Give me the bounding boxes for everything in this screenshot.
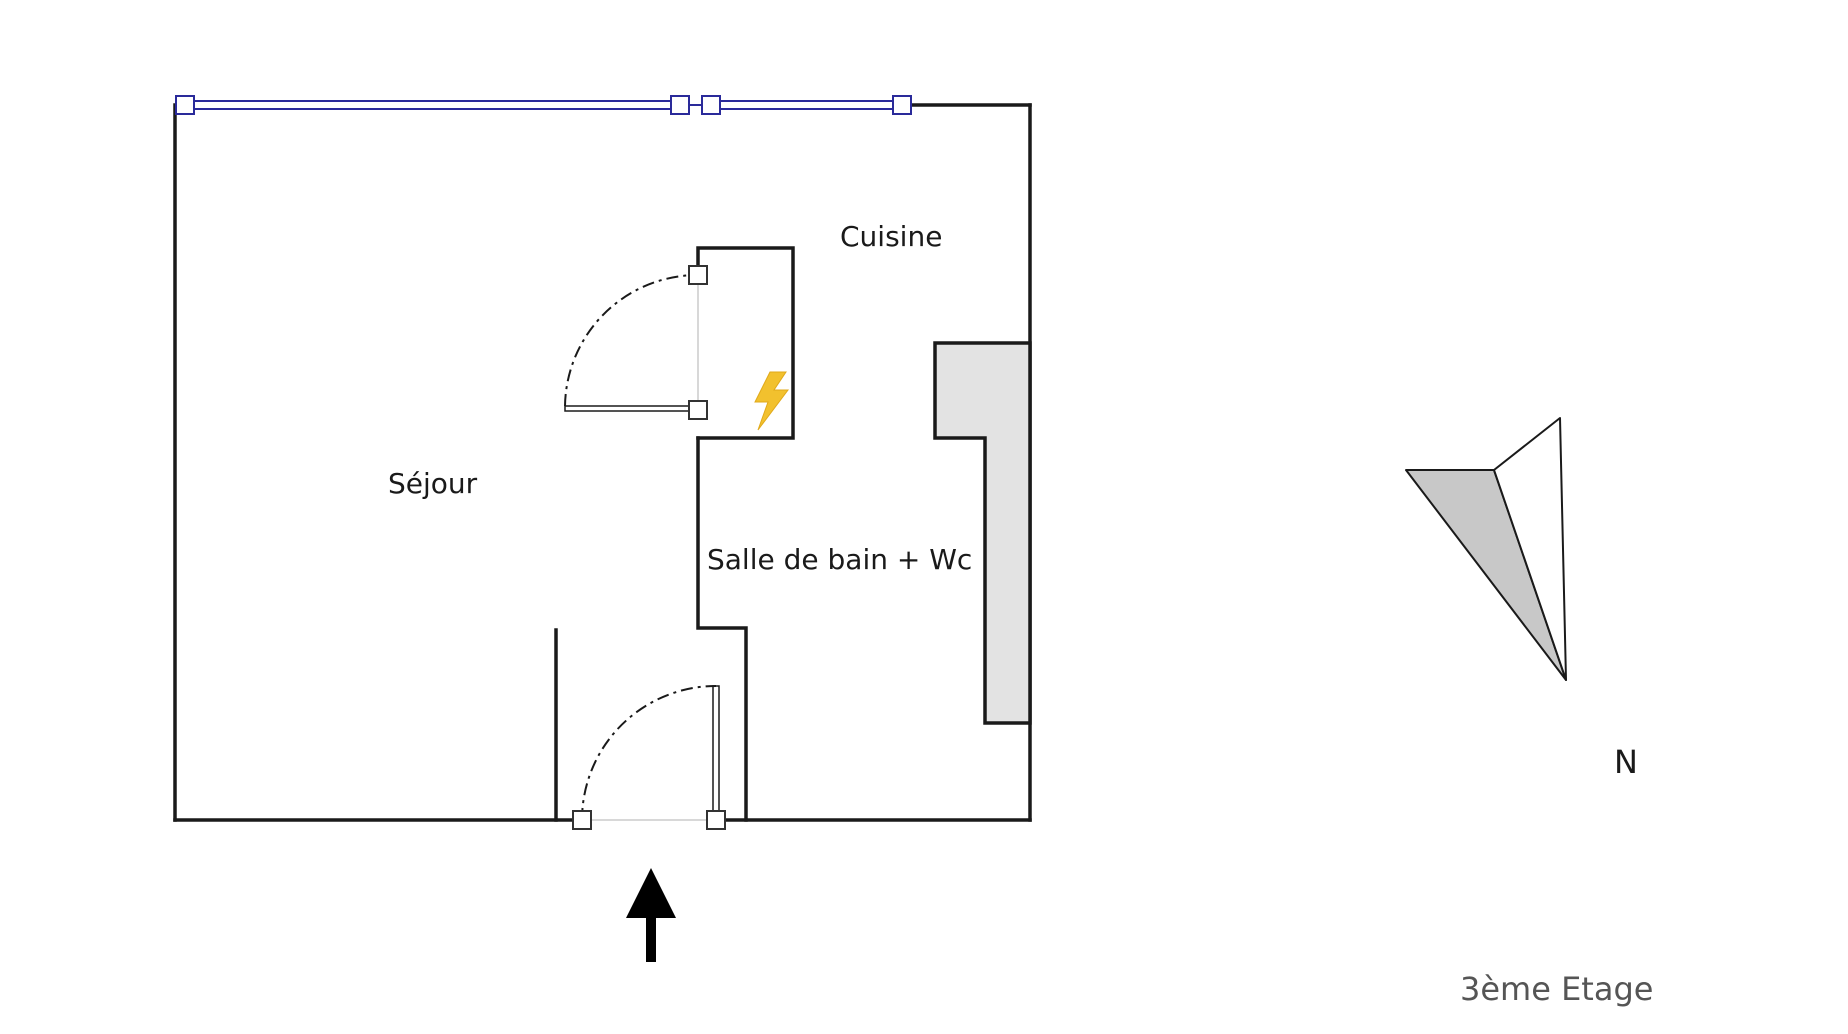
entrance-door	[572, 685, 726, 830]
room-label-cuisine: Cuisine	[840, 220, 942, 253]
room-label-salle-de-bain: Salle de bain + Wc	[707, 543, 972, 576]
compass-icon	[1405, 417, 1567, 681]
top-window	[175, 95, 912, 115]
closet-door-handle-bottom[interactable]	[688, 400, 708, 420]
window-handle[interactable]	[175, 95, 195, 115]
bathroom-left-wall	[696, 436, 748, 822]
entrance-door-handle-right[interactable]	[706, 810, 726, 830]
window-handle[interactable]	[701, 95, 721, 115]
bathroom-walls	[554, 436, 748, 822]
kitchen-counter	[933, 341, 1032, 725]
entrance-door-leaf	[712, 685, 720, 821]
entrance-door-handle-left[interactable]	[572, 810, 592, 830]
outer-walls	[173, 103, 1032, 822]
floor-label: 3ème Etage	[1460, 970, 1653, 1008]
window-handle[interactable]	[670, 95, 690, 115]
closet-walls	[696, 246, 795, 440]
room-label-sejour: Séjour	[388, 467, 478, 500]
closet-door-leaf	[564, 405, 699, 412]
entrance-door-swing	[581, 685, 717, 821]
entrance-arrow-icon	[626, 868, 676, 962]
closet-door-swing	[564, 274, 699, 407]
closet	[564, 246, 795, 440]
closet-door-handle-top[interactable]	[688, 265, 708, 285]
compass-north-label: N	[1614, 743, 1638, 781]
lightning-bolt-icon	[754, 371, 789, 431]
window-handle[interactable]	[892, 95, 912, 115]
